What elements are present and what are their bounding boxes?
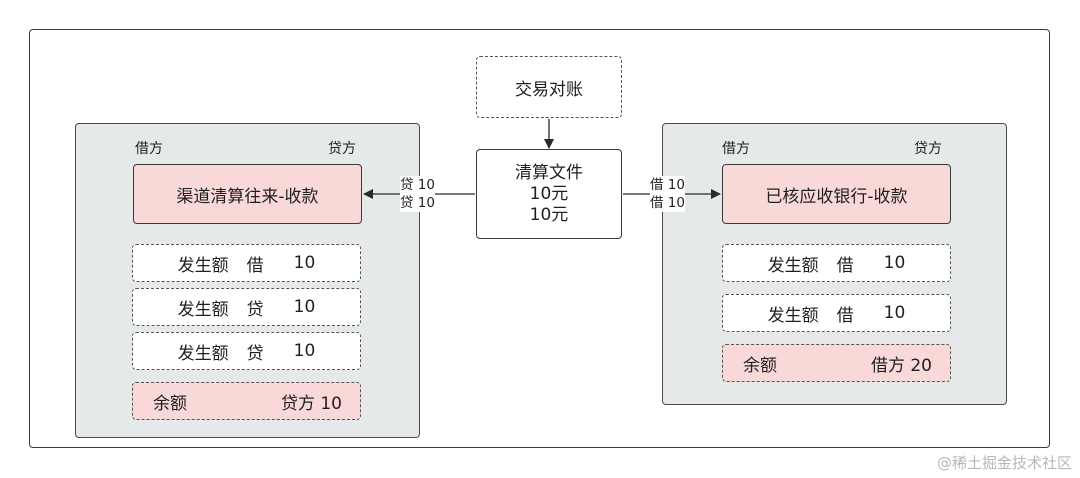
diagram-frame <box>29 29 1050 448</box>
watermark: @稀土掘金技术社区 <box>936 454 1072 472</box>
settlement-file-node: 清算文件 10元 10元 <box>476 149 622 239</box>
right-entry-row: 发生额 借 10 <box>722 244 951 282</box>
balance-label: 余额 <box>153 393 187 414</box>
left-entry-row: 发生额 贷 10 <box>132 288 361 326</box>
balance-value: 借方 20 <box>870 355 932 376</box>
entry-direction: 借 <box>246 255 264 276</box>
entry-amount: 10 <box>293 297 316 317</box>
right-account-box: 已核应收银行-收款 <box>722 164 951 224</box>
reconciliation-node: 交易对账 <box>476 56 622 118</box>
edge-label-line: 贷 10 <box>400 177 435 193</box>
entry-label: 发生额 <box>767 255 819 276</box>
entry-amount: 10 <box>293 341 316 361</box>
right-credit-side-label: 贷方 <box>914 141 942 157</box>
balance-value: 贷方 10 <box>280 393 342 414</box>
entry-label: 发生额 <box>177 255 229 276</box>
left-entry-row: 发生额 贷 10 <box>132 332 361 370</box>
left-entry-row: 发生额 借 10 <box>132 244 361 282</box>
entry-label: 发生额 <box>767 305 819 326</box>
balance-label: 余额 <box>743 355 777 376</box>
edge-label-line: 借 10 <box>650 177 685 193</box>
right-entry-row: 发生额 借 10 <box>722 294 951 332</box>
edge-label-line: 借 10 <box>650 195 685 211</box>
entry-label: 发生额 <box>177 343 229 364</box>
entry-direction: 贷 <box>246 299 264 320</box>
settlement-file-line: 10元 <box>529 183 569 204</box>
left-debit-side-label: 借方 <box>135 141 163 157</box>
settlement-file-title: 清算文件 <box>515 162 583 183</box>
left-balance-box: 余额 贷方 10 <box>132 382 361 420</box>
edge-label-line: 贷 10 <box>400 195 435 211</box>
entry-amount: 10 <box>883 303 906 323</box>
settlement-file-line: 10元 <box>529 204 569 225</box>
left-credit-side-label: 贷方 <box>328 141 356 157</box>
entry-direction: 借 <box>836 255 854 276</box>
entry-amount: 10 <box>883 253 906 273</box>
left-edge-label: 贷 10 贷 10 <box>400 176 435 212</box>
entry-direction: 贷 <box>246 343 264 364</box>
right-debit-side-label: 借方 <box>722 141 750 157</box>
right-balance-box: 余额 借方 20 <box>722 344 951 382</box>
entry-direction: 借 <box>836 305 854 326</box>
entry-label: 发生额 <box>177 299 229 320</box>
left-account-box: 渠道清算往来-收款 <box>133 164 362 224</box>
right-edge-label: 借 10 借 10 <box>650 176 685 212</box>
entry-amount: 10 <box>293 253 316 273</box>
